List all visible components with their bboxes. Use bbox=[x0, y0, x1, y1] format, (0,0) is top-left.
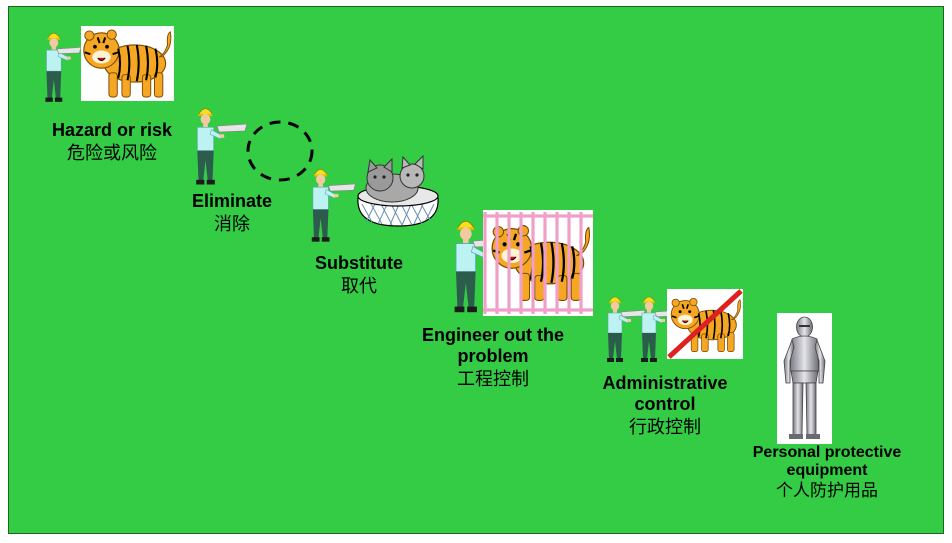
worker-icon bbox=[603, 289, 633, 369]
tray-icon bbox=[215, 123, 249, 133]
tiger-icon bbox=[81, 26, 174, 101]
diagram-background: Hazard or risk 危险或风险 Eliminate 消除 Substi… bbox=[8, 6, 944, 534]
worker-icon bbox=[637, 289, 667, 369]
tray-icon bbox=[57, 46, 81, 55]
step-label-hazard: Hazard or risk 危险或风险 bbox=[51, 120, 173, 164]
cage-panel bbox=[483, 210, 593, 316]
cage-icon bbox=[483, 212, 593, 314]
step-label-ppe: Personal protective equipment 个人防护用品 bbox=[752, 444, 902, 501]
crossed-tiger-icon bbox=[667, 289, 743, 359]
tiger-icon bbox=[492, 226, 589, 301]
administrative-panel bbox=[667, 289, 743, 359]
hazard-panel bbox=[81, 26, 174, 101]
worker-icon bbox=[36, 29, 78, 105]
armor-icon bbox=[783, 316, 826, 439]
armor-panel bbox=[777, 313, 832, 444]
worker-icon bbox=[307, 165, 341, 245]
cat-icon bbox=[357, 154, 439, 227]
step-label-substitute: Substitute 取代 bbox=[315, 253, 403, 297]
step-label-administrative: Administrative control 行政控制 bbox=[602, 373, 728, 438]
step-label-engineer: Engineer out the problem 工程控制 bbox=[421, 325, 564, 390]
dashed-circle-icon bbox=[246, 120, 314, 182]
step-label-eliminate: Eliminate 消除 bbox=[191, 191, 273, 235]
worker-icon bbox=[189, 104, 229, 188]
